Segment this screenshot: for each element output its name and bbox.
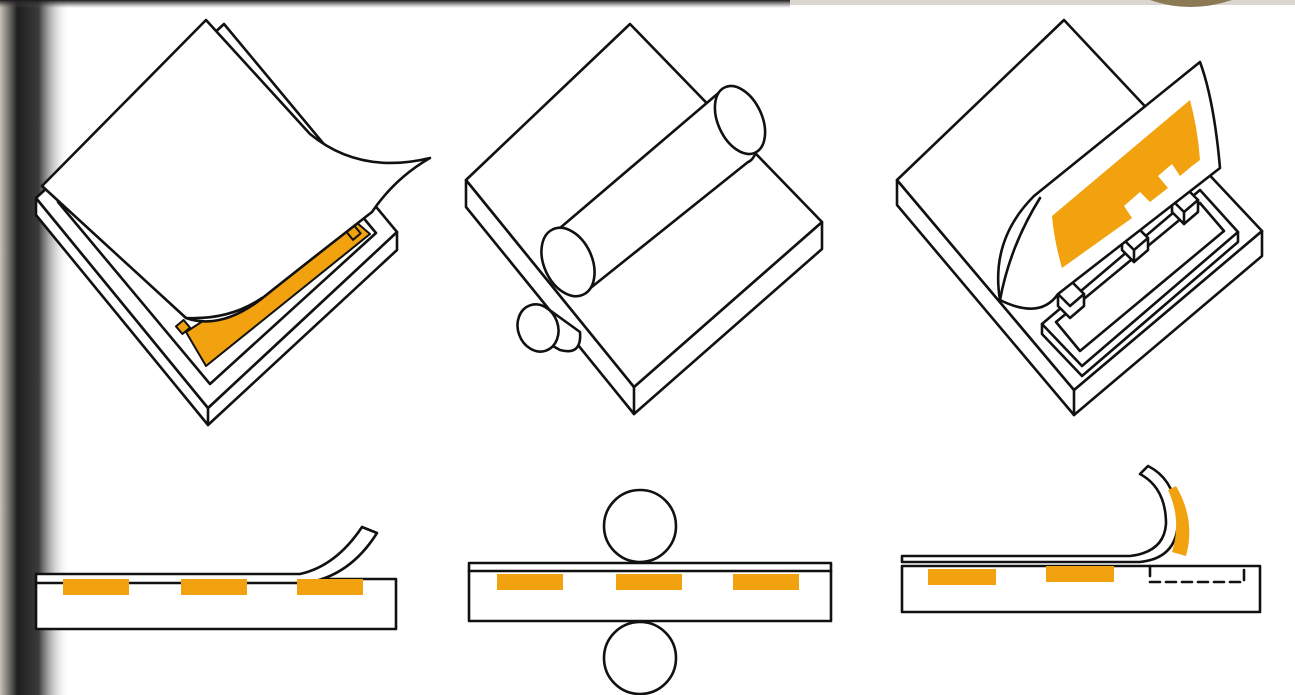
curled-transfer-sheet (996, 60, 1222, 310)
lifting-film (900, 464, 1180, 564)
adhesive-pads (497, 574, 799, 590)
panel-2-section (467, 488, 833, 695)
recess-outline (1148, 564, 1246, 584)
backing-film (34, 525, 379, 585)
panel-1-isometric (34, 18, 432, 427)
upper-roller-section (602, 488, 678, 564)
panel-1-section (34, 525, 398, 631)
transferred-adhesive (1168, 486, 1190, 556)
recess-frame (1040, 188, 1240, 378)
peeling-sheet (40, 18, 432, 323)
panel-3-isometric (895, 18, 1264, 417)
upper-roller (540, 84, 767, 298)
substrate (467, 561, 833, 623)
panel-2-isometric (464, 22, 824, 416)
lower-roller-section (602, 620, 678, 695)
lower-roller (516, 303, 582, 353)
panel-3-section (900, 464, 1262, 614)
adhesive-pads (928, 566, 1114, 585)
adhesive-pads (63, 579, 363, 595)
